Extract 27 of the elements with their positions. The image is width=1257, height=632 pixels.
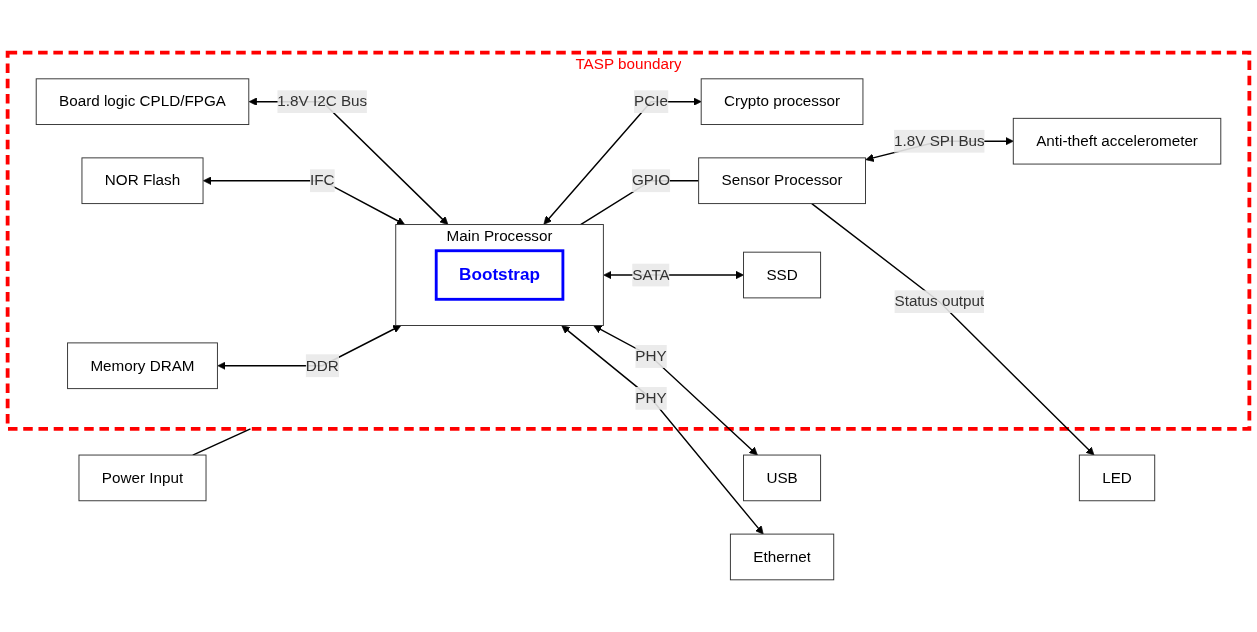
- edge-label: Status output: [894, 292, 985, 310]
- node-box: Power Input: [78, 454, 207, 501]
- arrow: [248, 97, 449, 225]
- node-box: Memory DRAM: [67, 342, 218, 389]
- node-box: Bootstrap: [434, 249, 565, 301]
- node-box: NOR Flash: [81, 157, 204, 204]
- edge-label: IFC: [309, 171, 335, 189]
- node-box: Ethernet: [729, 533, 835, 581]
- arrow: [561, 325, 764, 535]
- edge-label: SATA: [632, 266, 670, 283]
- node-box: Crypto processor: [700, 78, 864, 125]
- node-box: Board logic CPLD/FPGA: [35, 78, 250, 125]
- edge-label: 1.8V SPI Bus: [894, 132, 985, 149]
- node-box: USB: [743, 454, 822, 501]
- edge-label: 1.8V I2C Bus: [277, 92, 368, 110]
- node-box: LED: [1078, 454, 1156, 501]
- edge-label: PCIe: [634, 92, 668, 110]
- edge-label: PHY: [635, 389, 667, 406]
- edge-label: PHY: [635, 347, 667, 364]
- node-box: Anti-theft accelerometer: [1012, 117, 1222, 165]
- arrow: [811, 202, 1095, 456]
- edge-label: GPIO: [631, 171, 671, 189]
- node-box: Sensor Processor: [698, 157, 866, 204]
- arrow: [593, 325, 758, 456]
- arrow: [203, 176, 405, 225]
- edge-label: DDR: [305, 356, 339, 374]
- node-box: SSD: [743, 251, 822, 299]
